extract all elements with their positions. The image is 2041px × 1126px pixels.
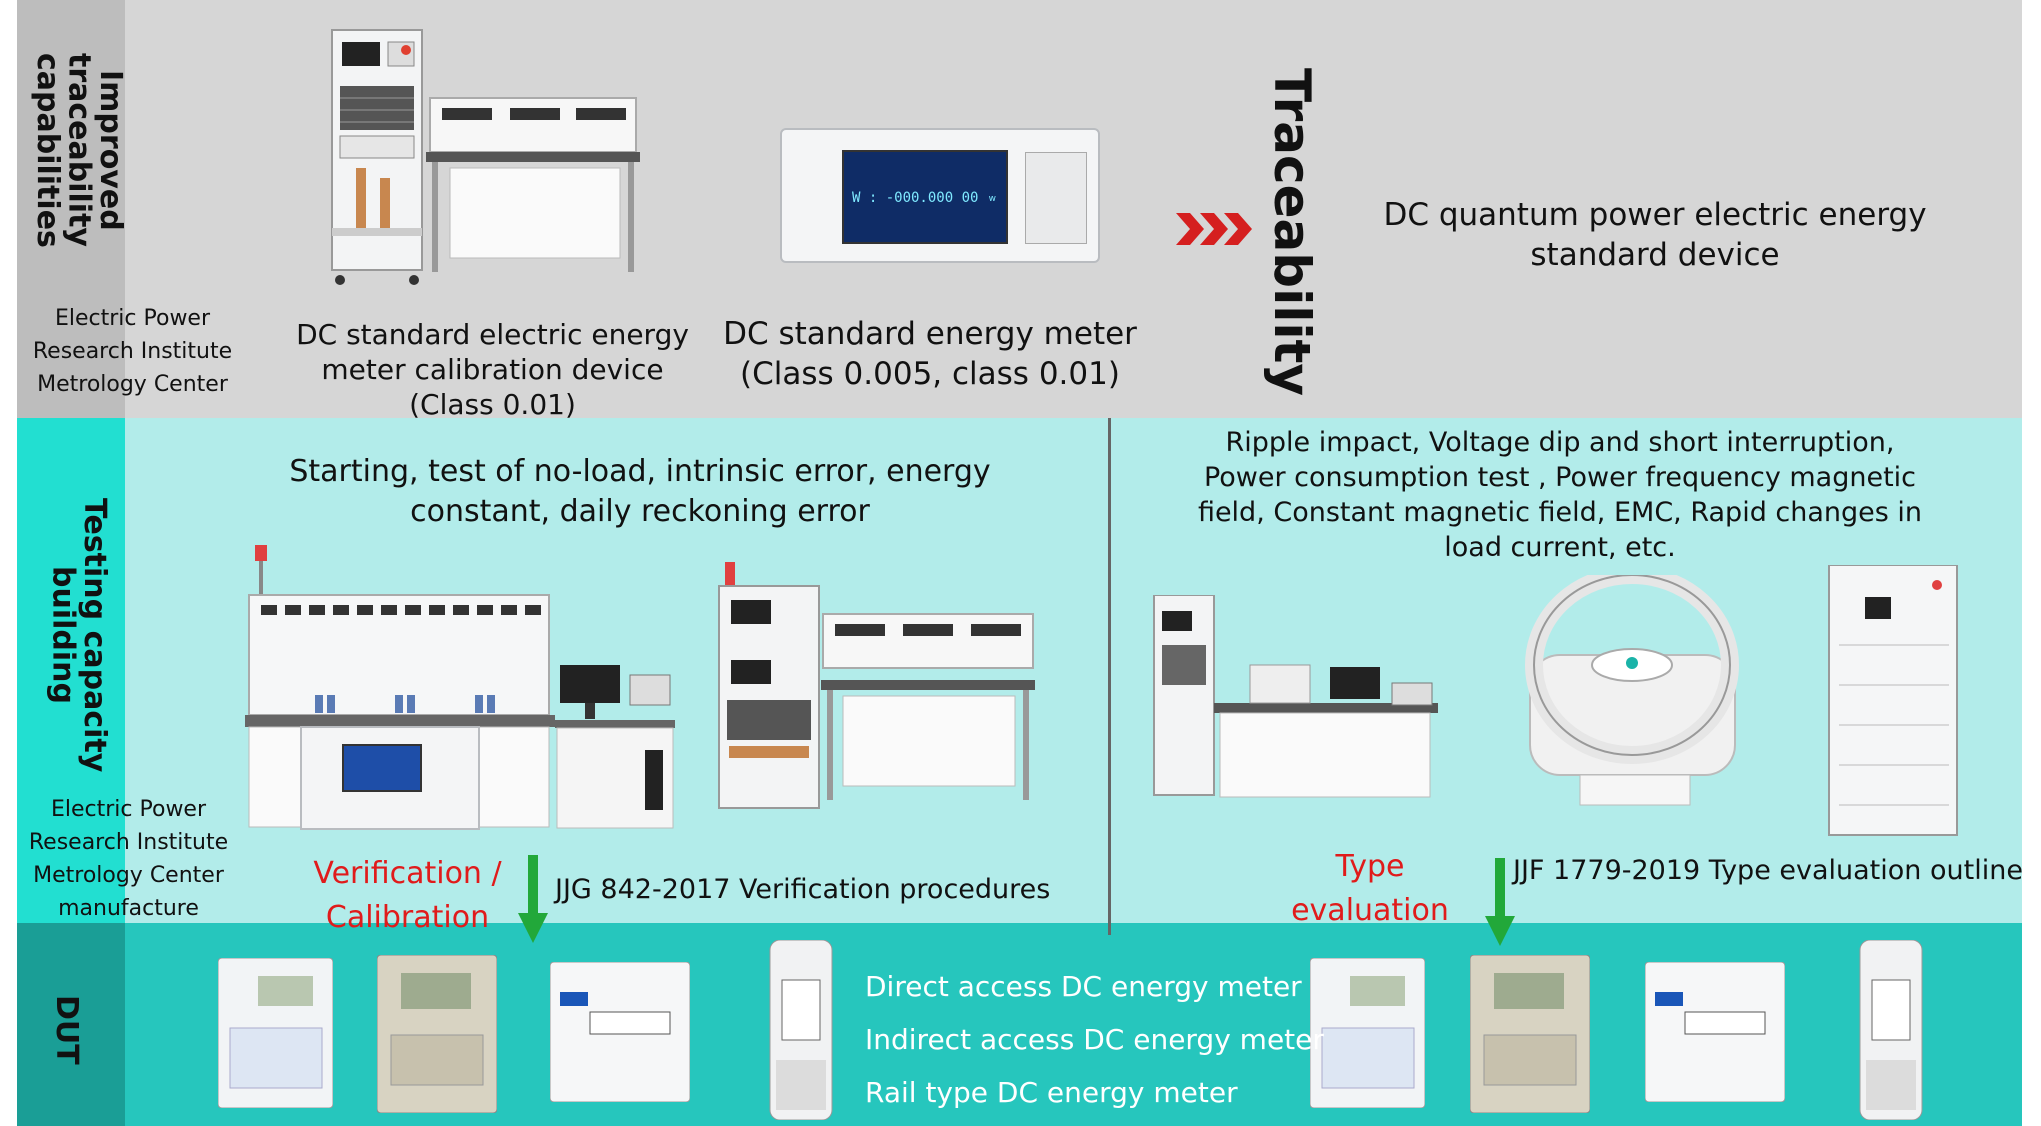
testing-side-bar bbox=[17, 418, 125, 923]
meter-keypad bbox=[1025, 152, 1087, 244]
verification-procedure-text: JJG 842-2017 Verification procedures bbox=[555, 874, 1051, 905]
dut-side-bar bbox=[17, 923, 125, 1126]
verification-rack-image bbox=[718, 562, 1035, 809]
heading-line: Power consumption test , Power frequency… bbox=[1203, 462, 1917, 493]
meter-screen-unit: w bbox=[988, 194, 996, 204]
traceability-arrow-icon bbox=[1176, 213, 1252, 245]
din-rail-meter-image bbox=[769, 940, 833, 1120]
org-line: manufacture bbox=[58, 896, 199, 921]
rail-meter-image bbox=[1645, 962, 1785, 1102]
red-label-line: Verification / bbox=[313, 856, 502, 891]
traceability-label: Traceability bbox=[1263, 68, 1321, 397]
red-label-line: Type bbox=[1335, 849, 1405, 884]
caption-line: DC quantum power electric energy bbox=[1383, 197, 1927, 233]
meter-screen-value: W : -000.000 00 bbox=[852, 190, 979, 206]
middle-divider bbox=[1108, 418, 1111, 935]
indirect-meter-image bbox=[1470, 955, 1590, 1113]
verification-tests-heading: Starting, test of no-load, intrinsic err… bbox=[240, 452, 1040, 532]
heading-line: Ripple impact, Voltage dip and short int… bbox=[1225, 427, 1895, 458]
dut-item-direct: Direct access DC energy meter bbox=[865, 970, 1302, 1003]
org-line: Electric Power bbox=[54, 306, 211, 331]
type-evaluation-bench-image bbox=[1153, 595, 1438, 798]
org-line: Metrology Center bbox=[37, 372, 228, 397]
red-label-line: Calibration bbox=[325, 900, 490, 935]
heading-line: load current, etc. bbox=[1444, 532, 1676, 563]
standard-energy-meter-image: W : -000.000 00 w bbox=[780, 120, 1100, 270]
emc-cabinet-image bbox=[1828, 565, 1958, 836]
dc-standard-source-image bbox=[300, 726, 480, 830]
din-rail-meter-image bbox=[1859, 940, 1923, 1120]
caption-line: (Class 0.005, class 0.01) bbox=[740, 356, 1120, 392]
meter-screen: W : -000.000 00 w bbox=[842, 150, 1008, 244]
rail-meter-image bbox=[550, 962, 690, 1102]
source-screen bbox=[342, 744, 422, 792]
calibration-device-caption: DC standard electric energy meter calibr… bbox=[290, 317, 695, 422]
type-evaluation-label: Type evaluation bbox=[1255, 845, 1485, 933]
caption-line: DC standard electric energy bbox=[296, 318, 689, 351]
caption-line: standard device bbox=[1530, 237, 1780, 273]
caption-line: DC standard energy meter bbox=[723, 316, 1137, 352]
type-outline-text: JJF 1779-2019 Type evaluation outline bbox=[1513, 855, 2023, 886]
standard-meter-caption: DC standard energy meter (Class 0.005, c… bbox=[715, 314, 1145, 394]
quantum-standard-caption: DC quantum power electric energy standar… bbox=[1345, 195, 1965, 275]
verification-calibration-label: Verification / Calibration bbox=[295, 852, 520, 940]
down-arrow-icon bbox=[1485, 858, 1515, 946]
caption-line: (Class 0.01) bbox=[409, 388, 576, 421]
caption-line: meter calibration device bbox=[321, 353, 664, 386]
heading-line: Starting, test of no-load, intrinsic err… bbox=[289, 454, 991, 489]
type-tests-heading: Ripple impact, Voltage dip and short int… bbox=[1170, 425, 1950, 565]
org-line: Research Institute bbox=[32, 339, 233, 364]
direct-meter-image bbox=[218, 958, 333, 1108]
magnetic-field-coil-image bbox=[1525, 575, 1739, 806]
testing-side-label: Testing capacity building bbox=[45, 497, 113, 773]
indirect-meter-image bbox=[377, 955, 497, 1113]
top-org-label: Electric Power Research Institute Metrol… bbox=[20, 302, 245, 401]
calibration-device-image bbox=[331, 29, 640, 285]
red-label-line: evaluation bbox=[1291, 893, 1449, 928]
traceability-side-label: Improved traceability capabilities bbox=[30, 52, 128, 248]
heading-line: field, Constant magnetic field, EMC, Rap… bbox=[1197, 497, 1923, 528]
org-line: Electric Power bbox=[50, 797, 207, 822]
down-arrow-icon bbox=[518, 855, 548, 943]
dut-side-label: DUT bbox=[49, 995, 84, 1065]
dut-item-indirect: Indirect access DC energy meter bbox=[865, 1023, 1324, 1056]
org-line: Research Institute bbox=[28, 830, 229, 855]
org-line: Metrology Center bbox=[33, 863, 224, 888]
direct-meter-image bbox=[1310, 958, 1425, 1108]
traceability-side-bar bbox=[17, 0, 125, 418]
middle-org-label: Electric Power Research Institute Metrol… bbox=[16, 793, 241, 925]
heading-line: constant, daily reckoning error bbox=[410, 494, 870, 529]
dut-item-rail: Rail type DC energy meter bbox=[865, 1076, 1238, 1109]
